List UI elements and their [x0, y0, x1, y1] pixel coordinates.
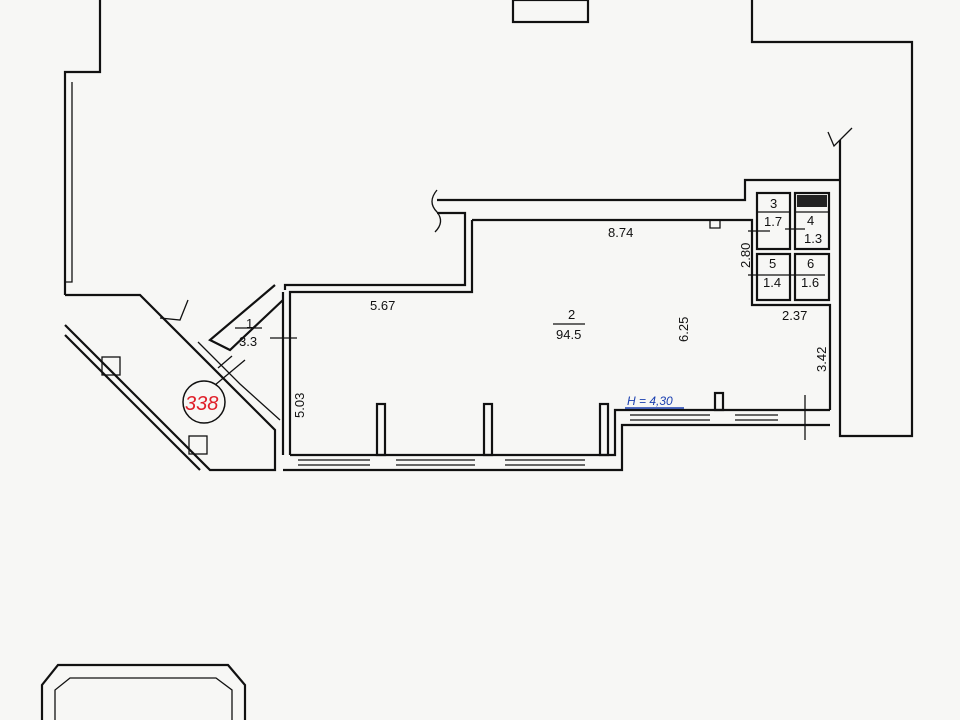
room-6-area: 1.6: [801, 275, 819, 290]
room-1-area: 3.3: [239, 334, 257, 349]
neighbor-building: [40, 663, 247, 720]
dim-top-main: 8.74: [608, 225, 633, 240]
dim-right-depth: 6.25: [676, 317, 691, 342]
room-3-area: 1.7: [764, 214, 782, 229]
inventory-number: 338: [185, 393, 218, 415]
room-2-area: 94.5: [556, 327, 581, 342]
building-walls: [63, 0, 914, 472]
dim-left-depth: 5.03: [292, 393, 307, 418]
room-6-number: 6: [807, 256, 814, 271]
room-3-number: 3: [770, 196, 777, 211]
main-room-walls: [283, 191, 832, 472]
dim-corner-width: 2.37: [782, 308, 807, 323]
room-1-number: 1: [246, 316, 253, 331]
ceiling-height-note: H = 4,30: [627, 394, 673, 408]
room-2-number: 2: [568, 307, 575, 322]
windows: [298, 414, 778, 466]
room-5-number: 5: [769, 256, 776, 271]
room-4-area: 1.3: [804, 231, 822, 246]
dim-service-block: 2.80: [738, 243, 753, 268]
dim-corner-depth: 3.42: [814, 347, 829, 372]
room-5-area: 1.4: [763, 275, 781, 290]
room-4-number: 4: [807, 213, 814, 228]
dim-top-left: 5.67: [370, 298, 395, 313]
inventory-stamp: [182, 380, 226, 424]
